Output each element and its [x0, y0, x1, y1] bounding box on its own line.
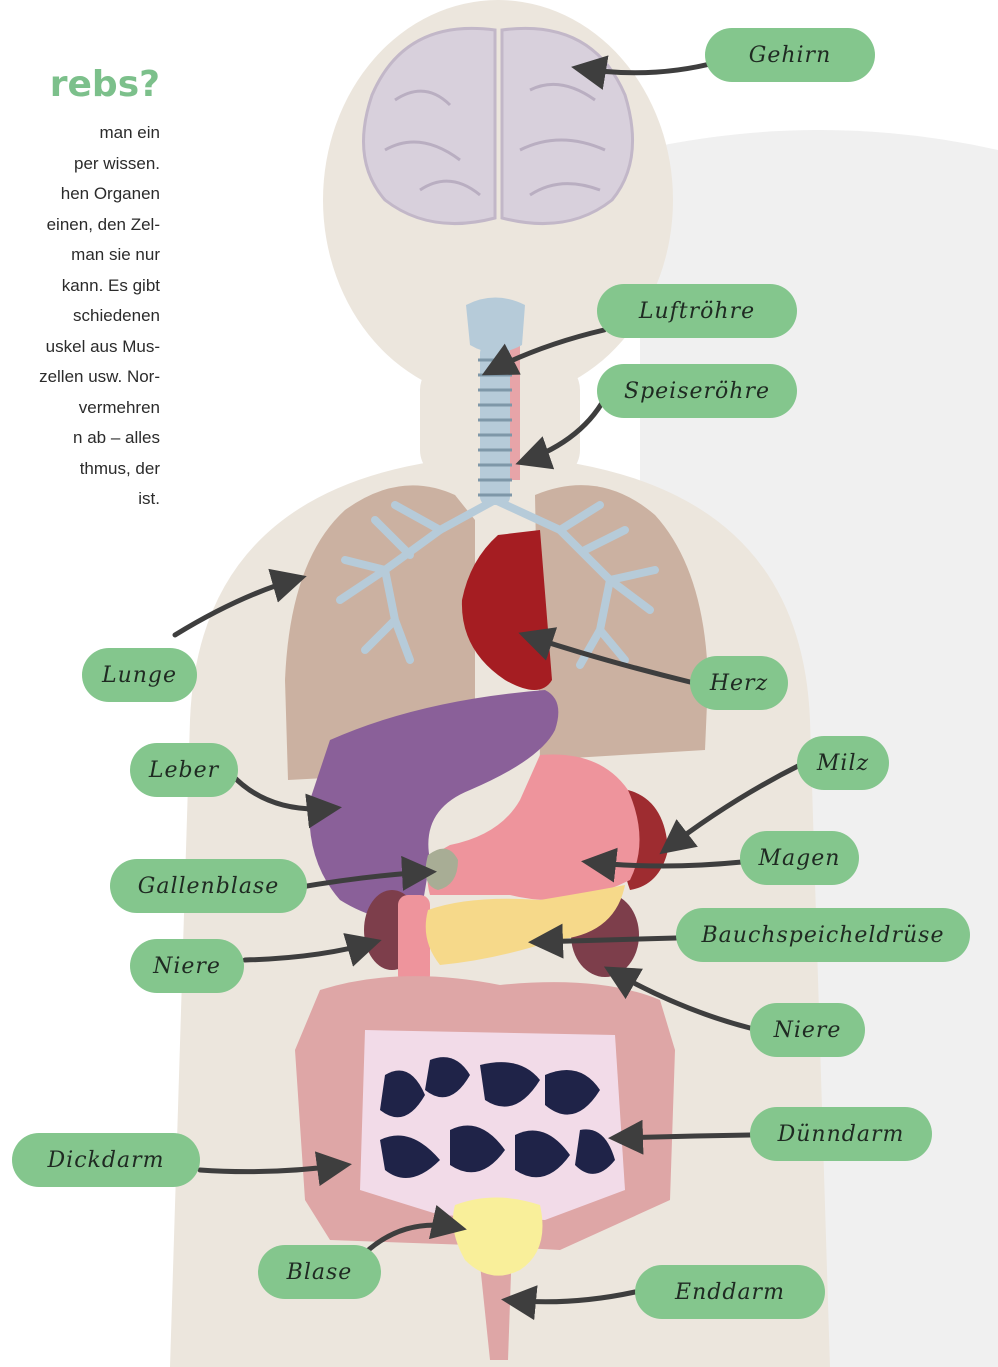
small-intestine-organ [360, 1030, 625, 1220]
intro-text-line: ist. [0, 484, 160, 515]
intro-text-line: kann. Es gibt [0, 271, 160, 302]
intro-text-line: n ab – alles [0, 423, 160, 454]
label-niere-right: Niere [750, 1003, 865, 1057]
intro-text-line: man ein [0, 118, 160, 149]
label-magen: Magen [740, 831, 859, 885]
intro-text-line: per wissen. [0, 149, 160, 180]
duodenum-organ [398, 895, 430, 985]
arrow-duenndarm [615, 1135, 750, 1138]
label-luftroehre: Luftröhre [597, 284, 797, 338]
intro-text-line: vermehren [0, 393, 160, 424]
label-duenndarm: Dünndarm [750, 1107, 932, 1161]
intro-text-line: man sie nur [0, 240, 160, 271]
label-milz: Milz [797, 736, 889, 790]
intro-text: man ein per wissen. hen Organen einen, d… [0, 118, 160, 515]
label-gehirn: Gehirn [705, 28, 875, 82]
label-speiseroehre: Speiseröhre [597, 364, 797, 418]
intro-text-line: hen Organen [0, 179, 160, 210]
intro-text-line: einen, den Zel- [0, 210, 160, 241]
intro-text-line: thmus, der [0, 454, 160, 485]
intro-text-line: schiedenen [0, 301, 160, 332]
label-gallenblase: Gallenblase [110, 859, 307, 913]
intro-text-line: zellen usw. Nor- [0, 362, 160, 393]
label-enddarm: Enddarm [635, 1265, 825, 1319]
label-leber: Leber [130, 743, 238, 797]
label-herz: Herz [690, 656, 788, 710]
label-lunge: Lunge [82, 648, 197, 702]
page-heading: rebs? [0, 64, 160, 105]
label-dickdarm: Dickdarm [12, 1133, 200, 1187]
label-niere-left: Niere [130, 939, 244, 993]
label-bauchspeicheldruese: Bauchspeicheldrüse [676, 908, 970, 962]
label-blase: Blase [258, 1245, 381, 1299]
intro-text-line: uskel aus Mus- [0, 332, 160, 363]
